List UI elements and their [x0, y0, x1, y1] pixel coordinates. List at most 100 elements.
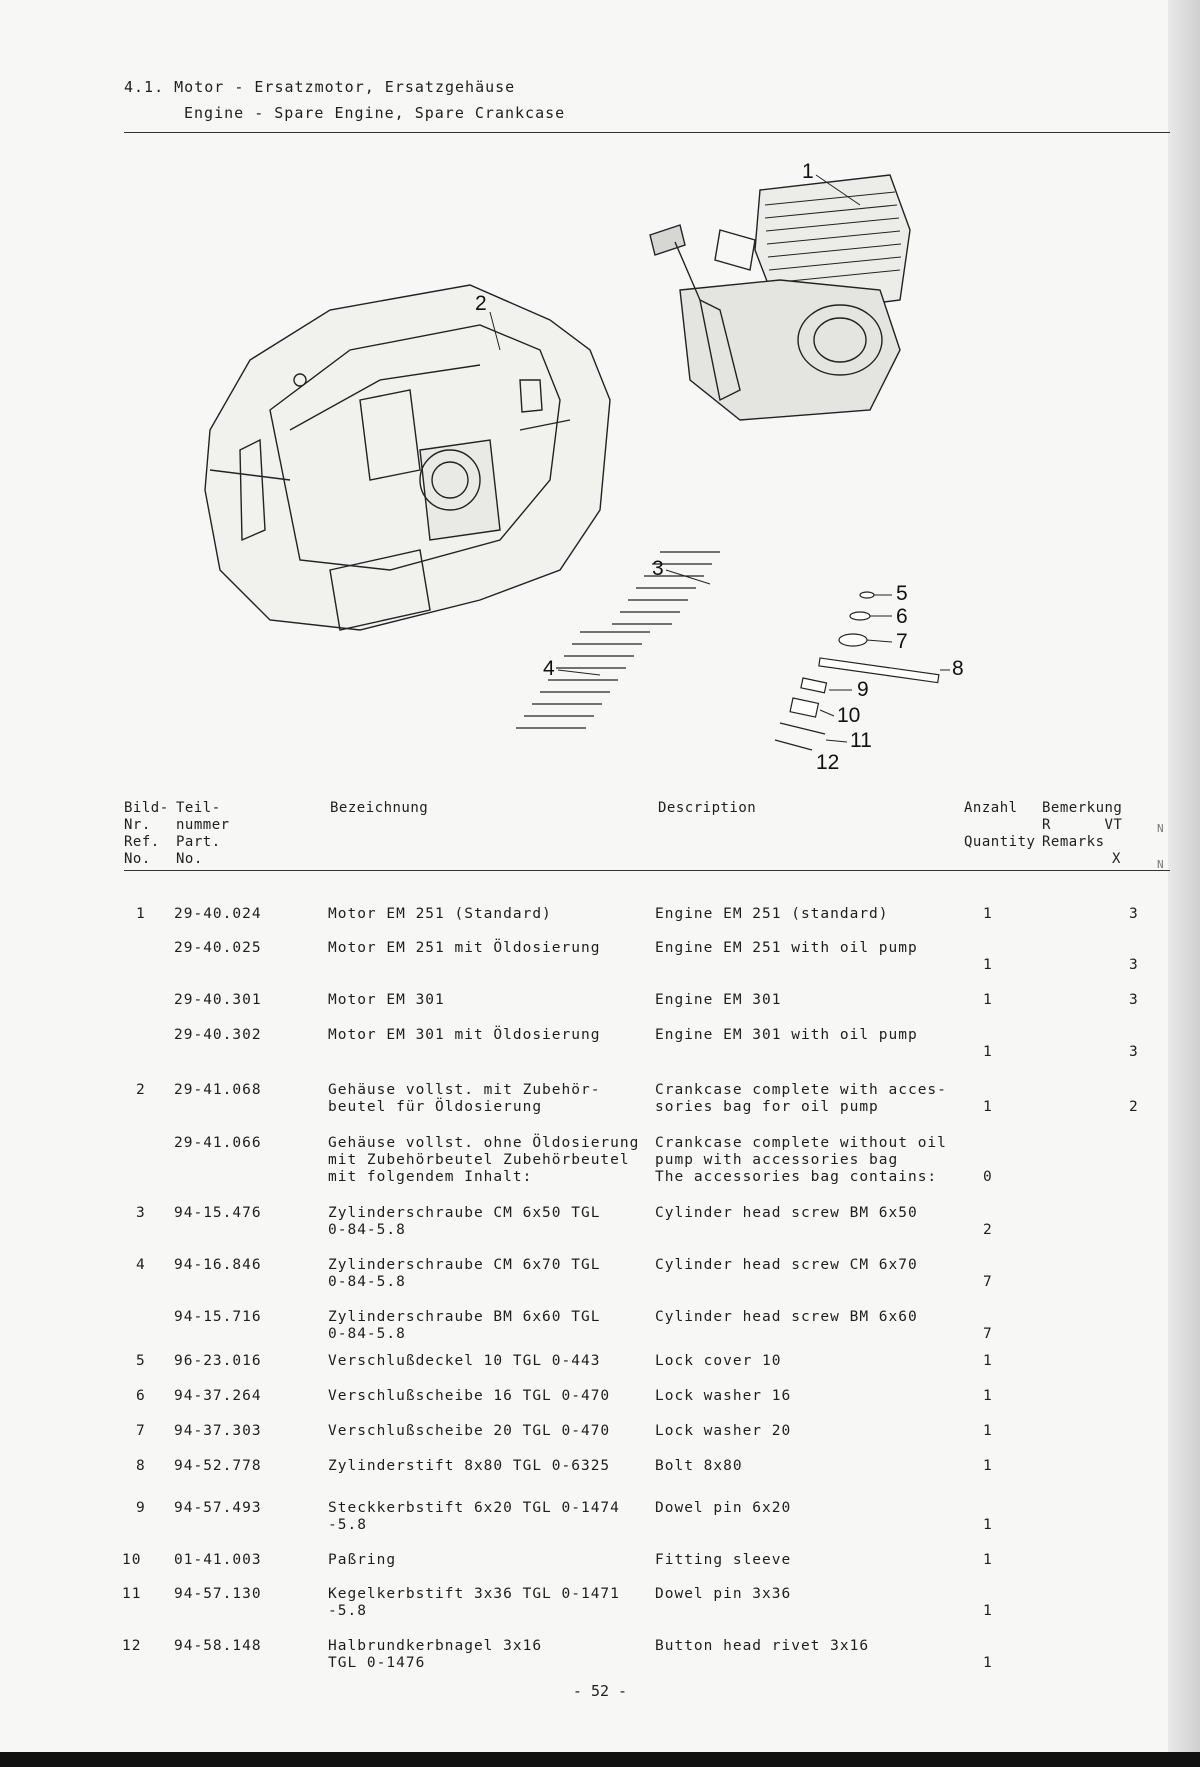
callout-3: 3 [652, 557, 664, 580]
section-title-de: 4.1. Motor - Ersatzmotor, Ersatzgehäuse [124, 78, 516, 96]
row-17-qty: 1 [983, 1655, 993, 1671]
row-7-ref: 3 [136, 1205, 146, 1221]
row-8-en: Cylinder head screw CM 6x70 [655, 1257, 918, 1273]
row-14-part: 94-57.493 [174, 1500, 262, 1516]
row-6-qty: 0 [983, 1169, 993, 1185]
col-bild-3: Ref. [124, 834, 160, 850]
row-7-de: Zylinderschraube CM 6x50 TGL 0-84-5.8 [328, 1205, 601, 1238]
row-1-qty: 1 [983, 906, 993, 922]
row-9-en: Cylinder head screw BM 6x60 [655, 1309, 918, 1325]
col-sub-r-vt: R VT [1042, 817, 1122, 834]
col-head-bezeichnung: Bezeichnung [330, 800, 428, 817]
section-header: 4.1. Motor - Ersatzmotor, Ersatzgehäuse … [124, 78, 565, 122]
row-11-part: 94-37.264 [174, 1388, 262, 1404]
callout-labels: 1 2 3 4 5 6 7 8 9 10 11 12 [475, 160, 964, 770]
col-teil-2: nummer [176, 817, 230, 833]
row-5-rem: 2 [1129, 1099, 1139, 1115]
row-8-ref: 4 [136, 1257, 146, 1273]
callout-1: 1 [802, 160, 814, 183]
row-4-rem: 3 [1129, 1044, 1139, 1060]
row-14-ref: 9 [136, 1500, 146, 1516]
row-9-qty: 7 [983, 1326, 993, 1342]
row-15-part: 01-41.003 [174, 1552, 262, 1568]
row-5-ref: 2 [136, 1082, 146, 1098]
header-rule [124, 132, 1170, 133]
row-10-part: 96-23.016 [174, 1353, 262, 1369]
col-sub-r: R [1042, 817, 1051, 833]
col-head-bemerkung: Bemerkung R VT Remarks X [1042, 800, 1122, 868]
row-17-part: 94-58.148 [174, 1638, 262, 1654]
row-3-en: Engine EM 301 [655, 992, 782, 1008]
row-5-en: Crankcase complete with acces- sories ba… [655, 1082, 947, 1115]
row-11-qty: 1 [983, 1388, 993, 1404]
col-bild-2: Nr. [124, 817, 151, 833]
row-9-part: 94-15.716 [174, 1309, 262, 1325]
row-2-en: Engine EM 251 with oil pump [655, 940, 918, 956]
row-15-en: Fitting sleeve [655, 1552, 792, 1568]
edge-mark-n2: N [1157, 858, 1164, 871]
col-teil-3: Part. [176, 834, 221, 850]
row-4-qty: 1 [983, 1044, 993, 1060]
row-16-ref: 11 [122, 1586, 142, 1602]
callout-5: 5 [896, 582, 908, 605]
callout-10: 10 [837, 704, 860, 727]
callout-2: 2 [475, 292, 487, 315]
callout-9: 9 [857, 678, 869, 701]
row-10-ref: 5 [136, 1353, 146, 1369]
row-8-qty: 7 [983, 1274, 993, 1290]
row-13-de: Zylinderstift 8x80 TGL 0-6325 [328, 1458, 611, 1474]
row-3-qty: 1 [983, 992, 993, 1008]
row-6-part: 29-41.066 [174, 1135, 262, 1151]
col-bild-1: Bild- [124, 800, 169, 816]
col-teil-4: No. [176, 851, 203, 867]
row-14-de: Steckkerbstift 6x20 TGL 0-1474 -5.8 [328, 1500, 620, 1533]
callout-7: 7 [896, 630, 908, 653]
row-14-qty: 1 [983, 1517, 993, 1533]
row-1-en: Engine EM 251 (standard) [655, 906, 889, 922]
row-16-qty: 1 [983, 1603, 993, 1619]
row-4-de: Motor EM 301 mit Öldosierung [328, 1027, 601, 1043]
bolt-set-3 [612, 551, 720, 625]
row-12-ref: 7 [136, 1423, 146, 1439]
row-5-part: 29-41.068 [174, 1082, 262, 1098]
exploded-parts-diagram: 1 2 3 4 5 6 7 8 9 10 11 12 [204, 160, 964, 770]
row-16-en: Dowel pin 3x36 [655, 1586, 792, 1602]
row-7-qty: 2 [983, 1222, 993, 1238]
edge-mark-n1: N [1157, 822, 1164, 835]
row-17-ref: 12 [122, 1638, 142, 1654]
col-sub-vt: VT [1104, 817, 1123, 833]
row-10-qty: 1 [983, 1353, 993, 1369]
row-11-de: Verschlußscheibe 16 TGL 0-470 [328, 1388, 611, 1404]
row-13-ref: 8 [136, 1458, 146, 1474]
row-2-part: 29-40.025 [174, 940, 262, 956]
row-15-qty: 1 [983, 1552, 993, 1568]
scan-edge [0, 1752, 1200, 1767]
row-12-part: 94-37.303 [174, 1423, 262, 1439]
row-11-en: Lock washer 16 [655, 1388, 792, 1404]
row-8-de: Zylinderschraube CM 6x70 TGL 0-84-5.8 [328, 1257, 601, 1290]
row-1-part: 29-40.024 [174, 906, 262, 922]
row-15-ref: 10 [122, 1552, 142, 1568]
row-11-ref: 6 [136, 1388, 146, 1404]
row-13-qty: 1 [983, 1458, 993, 1474]
row-13-en: Bolt 8x80 [655, 1458, 743, 1474]
col-bemerkung: Bemerkung [1042, 800, 1123, 816]
row-16-part: 94-57.130 [174, 1586, 262, 1602]
col-bild-4: No. [124, 851, 151, 867]
row-1-rem: 3 [1129, 906, 1139, 922]
row-12-en: Lock washer 20 [655, 1423, 792, 1439]
callout-6: 6 [896, 605, 908, 628]
row-3-rem: 3 [1129, 992, 1139, 1008]
col-bezeichnung: Bezeichnung [330, 800, 429, 816]
section-title-en: Engine - Spare Engine, Spare Crankcase [184, 104, 566, 122]
row-15-de: Paßring [328, 1552, 397, 1568]
row-17-en: Button head rivet 3x16 [655, 1638, 870, 1654]
crankcase-drawing [204, 284, 611, 631]
callout-4: 4 [543, 657, 555, 680]
row-6-en: Crankcase complete without oil pump with… [655, 1135, 947, 1185]
row-16-de: Kegelkerbstift 3x36 TGL 0-1471 -5.8 [328, 1586, 620, 1619]
row-2-qty: 1 [983, 957, 993, 973]
bolt-set-4 [516, 631, 650, 729]
row-12-qty: 1 [983, 1423, 993, 1439]
row-6-de: Gehäuse vollst. ohne Öldosierung mit Zub… [328, 1135, 640, 1185]
